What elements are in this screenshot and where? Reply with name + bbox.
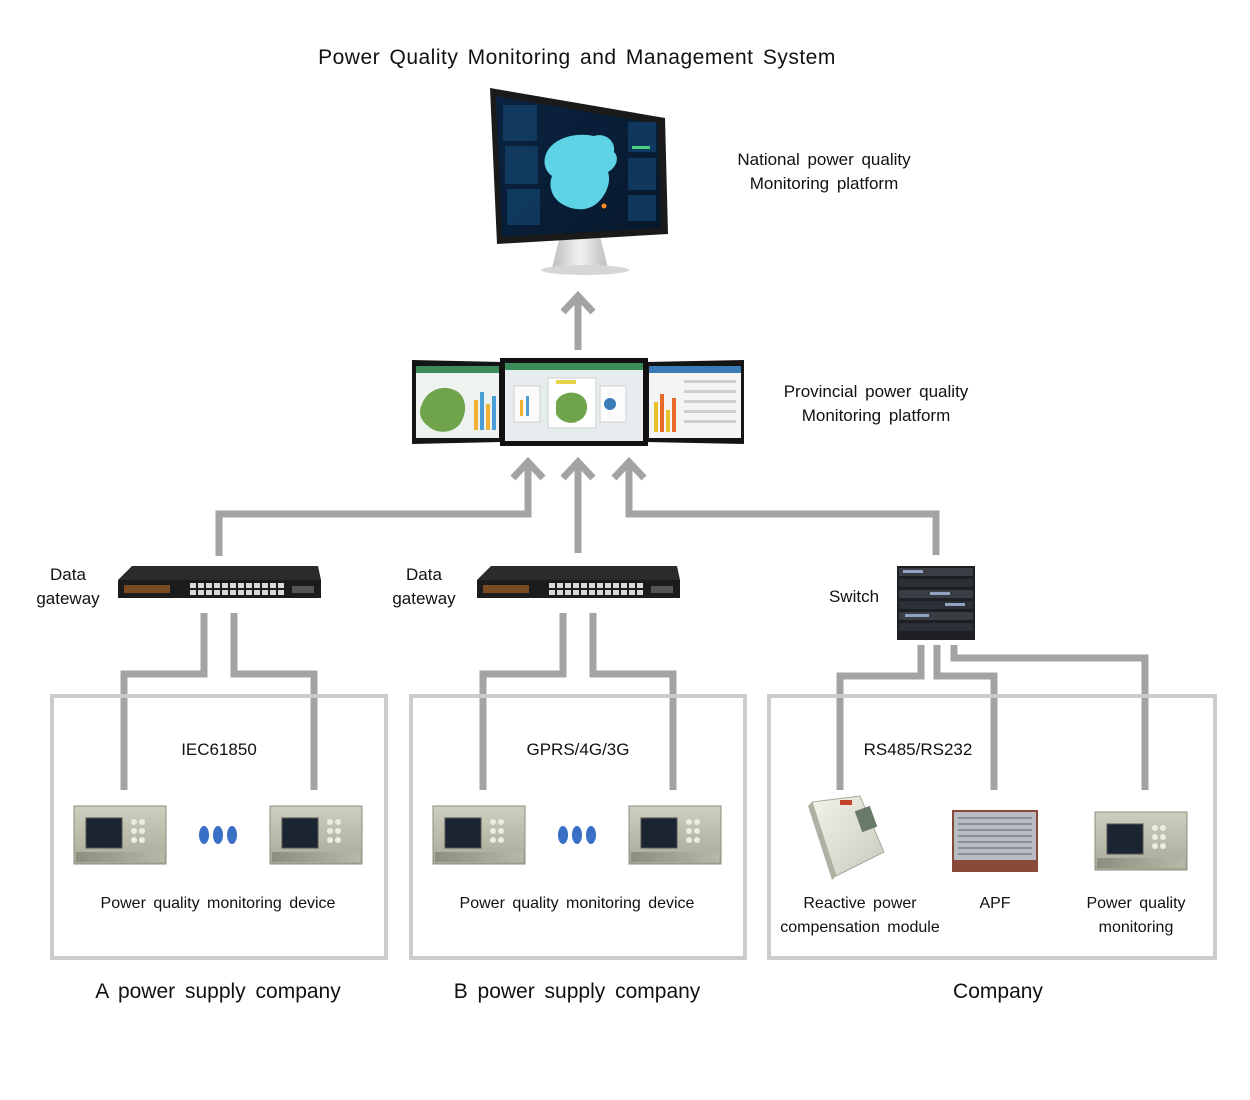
gateway-a-label: Data gateway [28,563,108,611]
provincial-platform-line1: Provincial power quality [783,382,969,401]
switch-label: Switch [828,587,880,606]
monitoring-device-a1-icon [73,805,167,865]
monitoring-label-c: Power quality monitoring [1066,892,1206,940]
compensation-line2: compensation module [780,919,940,936]
compensation-line1: Reactive power [803,895,917,912]
line-gateway-a-device-1 [120,613,208,790]
line-switch-apf [933,645,998,790]
national-monitor-icon [490,88,668,275]
national-platform-line1: National power quality [737,150,911,169]
arrow-gateway-a-to-provincial [215,462,532,556]
line-switch-monitoring [950,645,1149,790]
company-b-label: B power supply company [453,980,701,1003]
protocol-label-c: RS485/RS232 [863,740,973,759]
device-label-a: Power quality monitoring device [100,895,336,912]
monitoring-device-a2-icon [269,805,363,865]
arrow-switch-to-provincial [625,462,940,555]
line-gateway-b-device-2 [589,613,677,790]
monitoring-device-b1-icon [432,805,526,865]
company-a-label: A power supply company [95,980,341,1003]
compensation-module-label: Reactive power compensation module [770,892,950,940]
monitoring-device-c3-icon [1094,811,1188,871]
provincial-monitor-icon [412,358,744,446]
line-switch-compensation [836,645,925,790]
gateway-b-line2: gateway [392,589,456,608]
company-b-box [409,694,747,960]
compensation-module-icon [808,795,885,880]
connector-lines [120,290,1149,790]
gateway-b-icon [477,566,680,598]
gateway-b-label: Data gateway [384,563,464,611]
company-a-box [50,694,388,960]
company-c-box [767,694,1217,960]
gateway-a-line1: Data [50,565,86,584]
national-platform-line2: Monitoring platform [749,174,899,193]
monitoring-c-line1: Power quality [1086,895,1186,912]
apf-icon [952,810,1038,872]
line-gateway-a-device-2 [230,613,318,790]
protocol-label-a: IEC61850 [181,740,257,759]
gateway-a-icon [118,566,321,598]
switch-icon [897,566,975,640]
ellipsis-dots-a [199,826,237,844]
provincial-platform-line2: Monitoring platform [801,406,951,425]
national-platform-label: National power quality Monitoring platfo… [712,148,936,196]
device-label-b: Power quality monitoring device [459,895,695,912]
monitoring-device-b2-icon [628,805,722,865]
protocol-label-b: GPRS/4G/3G [526,740,630,759]
apf-label: APF [979,895,1011,912]
diagram-title: Power Quality Monitoring and Management … [318,46,836,69]
gateway-a-line2: gateway [36,589,100,608]
monitoring-c-line2: monitoring [1098,919,1174,936]
provincial-platform-label: Provincial power quality Monitoring plat… [760,380,992,428]
gateway-b-line1: Data [406,565,442,584]
ellipsis-dots-b [558,826,596,844]
line-gateway-b-device-1 [479,613,567,790]
company-c-label: Company [953,980,1043,1003]
